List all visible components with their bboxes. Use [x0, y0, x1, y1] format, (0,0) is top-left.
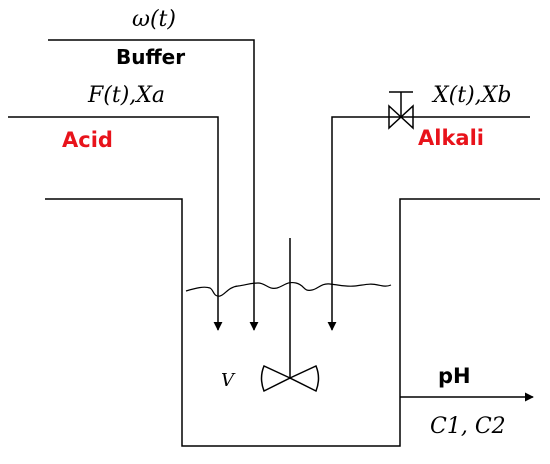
acid-flow-label: F(t),Xa — [87, 83, 165, 108]
buffer-label: Buffer — [116, 45, 185, 69]
alkali-inlet-pipe — [327, 116, 530, 331]
outlet-concentrations-label: C1, C2 — [430, 414, 506, 439]
buffer-flow-label: ω(t) — [132, 7, 176, 32]
reactor-tank-outline — [45, 198, 540, 447]
alkali-label: Alkali — [418, 126, 484, 150]
acid-label: Acid — [62, 128, 113, 152]
alkali-control-valve-icon — [388, 91, 414, 130]
volume-label: V — [221, 370, 236, 391]
acid-inlet-pipe — [8, 116, 223, 331]
liquid-surface — [185, 281, 392, 297]
alkali-flow-label: X(t),Xb — [431, 83, 511, 108]
buffer-inlet-pipe — [48, 39, 259, 331]
impeller-icon — [260, 364, 320, 393]
ph-label: pH — [438, 364, 471, 388]
